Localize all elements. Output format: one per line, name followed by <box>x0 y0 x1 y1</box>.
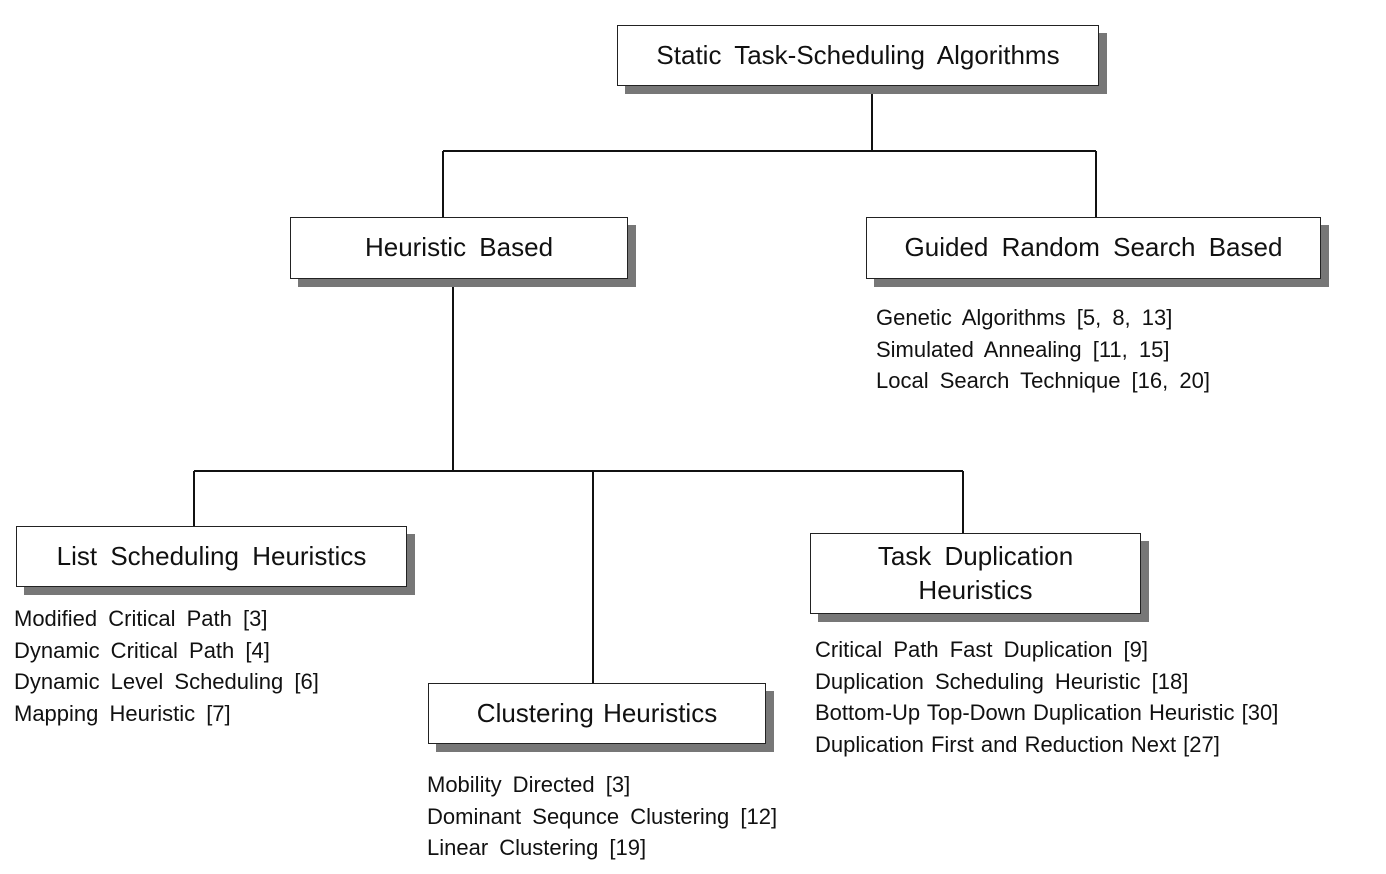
task-duplication-node: Task Duplication Heuristics <box>810 533 1141 614</box>
clustering-label: Clustering Heuristics <box>476 697 718 728</box>
list-scheduling-label: List Scheduling Heuristics <box>56 540 367 571</box>
list-item: Local Search Technique [16, 20] <box>876 368 1210 393</box>
task-duplication-label-line2: Heuristics <box>918 574 1033 605</box>
list-scheduling-node: List Scheduling Heuristics <box>16 526 407 587</box>
list-item: Dynamic Critical Path [4] <box>14 637 270 663</box>
list-item: Bottom-Up Top-Down Duplication Heuristic… <box>815 700 1279 725</box>
task-duplication-list: Critical Path Fast Duplication [9] Dupli… <box>815 634 1278 760</box>
list-item: Genetic Algorithms [5, 8, 13] <box>876 305 1173 330</box>
root-node-label: Static Task-Scheduling Algorithms <box>656 39 1060 70</box>
guided-random-search-label: Guided Random Search Based <box>904 232 1283 263</box>
root-connector <box>442 94 1097 217</box>
root-node: Static Task-Scheduling Algorithms <box>617 25 1099 86</box>
clustering-node: Clustering Heuristics <box>428 683 766 744</box>
heuristic-based-label: Heuristic Based <box>364 232 554 263</box>
list-item: Dominant Sequnce Clustering [12] <box>427 803 778 829</box>
list-item: Dynamic Level Scheduling [6] <box>14 669 319 694</box>
guided-random-search-node: Guided Random Search Based <box>866 217 1321 279</box>
list-item: Mobility Directed [3] <box>427 772 631 797</box>
clustering-list: Mobility Directed [3] Dominant Sequnce C… <box>427 769 777 864</box>
guided-random-search-list: Genetic Algorithms [5, 8, 13] Simulated … <box>876 302 1210 397</box>
list-item: Duplication Scheduling Heuristic [18] <box>815 668 1189 694</box>
list-item: Linear Clustering [19] <box>427 835 647 860</box>
list-item: Duplication First and Reduction Next [27… <box>815 731 1220 757</box>
list-item: Modified Critical Path [3] <box>14 606 268 631</box>
heuristic-based-node: Heuristic Based <box>290 217 628 279</box>
heuristic-connector <box>193 278 964 683</box>
list-item: Critical Path Fast Duplication [9] <box>815 637 1149 662</box>
list-item: Simulated Annealing [11, 15] <box>876 336 1170 362</box>
list-scheduling-list: Modified Critical Path [3] Dynamic Criti… <box>14 603 319 729</box>
task-duplication-label-line1: Task Duplication <box>877 540 1074 571</box>
list-item: Mapping Heuristic [7] <box>14 700 231 726</box>
